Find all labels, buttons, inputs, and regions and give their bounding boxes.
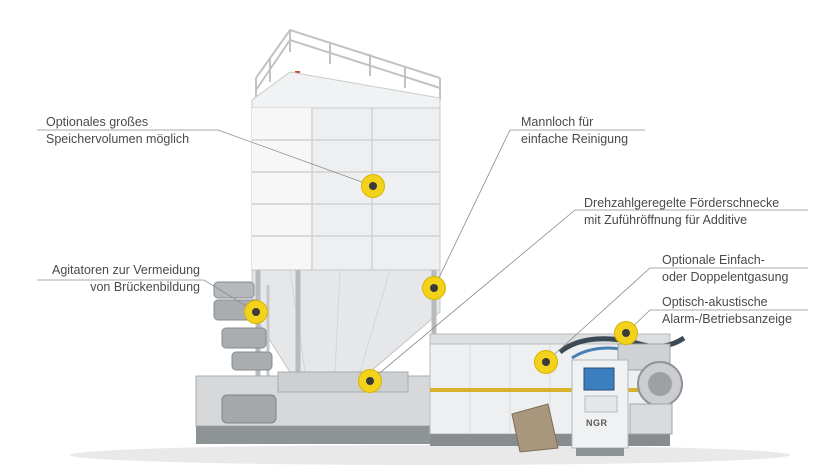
annotation-line: Speichervolumen möglich	[46, 132, 190, 146]
annotation-line: Optisch-akustische	[662, 295, 768, 309]
annotation-manhole: Mannloch für einfache Reinigung	[521, 114, 628, 148]
annotation-line: Mannloch für	[521, 115, 594, 129]
callout-marker-feed-screw[interactable]	[359, 370, 381, 392]
leader-line-5	[545, 267, 808, 363]
collecting-chute	[511, 403, 559, 453]
extruder-stripe	[430, 388, 670, 392]
machine-base-left	[196, 426, 446, 444]
callout-marker-degassing[interactable]	[535, 351, 557, 373]
leader-line-4	[369, 209, 808, 382]
annotation-line: Optionale Einfach-	[662, 253, 765, 267]
callout-marker-storage[interactable]	[362, 175, 384, 197]
annotation-line: Alarm-/Betriebsanzeige	[662, 312, 792, 326]
control-screen	[583, 367, 615, 391]
ngr-logo: NGR	[586, 418, 608, 428]
annotation-degassing: Optionale Einfach- oder Doppelentgasung	[662, 252, 789, 286]
annotation-line: Optionales großes	[46, 115, 149, 129]
silo-railing	[255, 28, 441, 100]
annotation-line: einfache Reinigung	[521, 132, 629, 146]
callout-marker-agitators[interactable]	[245, 301, 267, 323]
annotation-line: Agitatoren zur Vermeidung	[51, 263, 200, 277]
leader-line-3	[433, 129, 645, 289]
annotation-storage-volume: Optionales großes Speichervolumen möglic…	[46, 114, 189, 148]
annotation-agitators: Agitatoren zur Vermeidung von Brückenbil…	[52, 262, 200, 296]
annotation-alarm-indicator: Optisch-akustische Alarm-/Betriebsanzeig…	[662, 294, 792, 328]
annotation-feed-screw: Drehzahlgeregelte Förderschnecke mit Zuf…	[584, 195, 779, 229]
annotation-line: oder Doppelentgasung	[662, 270, 789, 284]
callout-marker-alarm[interactable]	[615, 322, 637, 344]
leader-line-1	[37, 129, 374, 187]
annotation-line: mit Zuführöffnung für Additive	[584, 213, 748, 227]
silo-panel-lines	[252, 108, 440, 270]
annotation-line: von Brückenbildung	[90, 280, 200, 294]
callout-marker-manhole[interactable]	[423, 277, 445, 299]
leader-line-2	[37, 279, 257, 313]
annotation-line: Drehzahlgeregelte Förderschnecke	[584, 196, 780, 210]
